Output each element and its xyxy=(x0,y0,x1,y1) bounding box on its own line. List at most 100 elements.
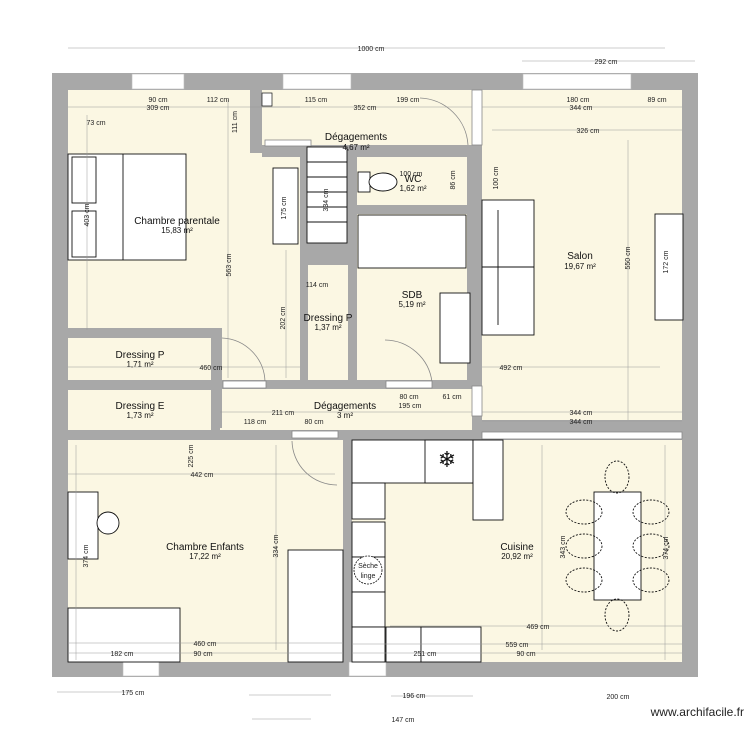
svg-text:344 cm: 344 cm xyxy=(570,105,593,112)
bed-child-2 xyxy=(287,549,344,663)
svg-text:374 cm: 374 cm xyxy=(663,536,670,559)
room-area: 1,71 m² xyxy=(126,360,153,369)
svg-text:80 cm: 80 cm xyxy=(304,419,323,426)
dryer-label-1: Sèche xyxy=(358,563,378,570)
room-area: 19,67 m² xyxy=(564,262,596,271)
toilet-bowl xyxy=(368,172,398,192)
washing-machine xyxy=(351,591,386,628)
svg-text:61 cm: 61 cm xyxy=(442,394,461,401)
room-name: Dégagements xyxy=(314,401,376,412)
svg-text:89 cm: 89 cm xyxy=(647,97,666,104)
svg-text:172 cm: 172 cm xyxy=(663,250,670,273)
toilet-tank xyxy=(357,171,371,193)
room-labels: Chambre parentale 15,83 m² Dégagements 4… xyxy=(116,132,597,561)
svg-text:550 cm: 550 cm xyxy=(625,246,632,269)
svg-text:492 cm: 492 cm xyxy=(500,365,523,372)
svg-text:112 cm: 112 cm xyxy=(207,97,230,104)
svg-text:469 cm: 469 cm xyxy=(527,624,550,631)
room-name: Cuisine xyxy=(500,542,534,553)
room-area: 20,92 m² xyxy=(501,552,533,561)
svg-text:196 cm: 196 cm xyxy=(403,693,426,700)
tv-cabinet xyxy=(654,213,684,321)
windows xyxy=(122,73,632,677)
desk xyxy=(67,491,99,560)
kitchen-sink xyxy=(420,626,482,663)
bathtub xyxy=(357,214,467,269)
svg-text:200 cm: 200 cm xyxy=(607,694,630,701)
svg-text:114 cm: 114 cm xyxy=(306,282,329,289)
dimension-labels: 1000 cm 292 cm 90 cm 112 cm 309 cm 73 cm… xyxy=(83,46,670,724)
room-name: Dressing P xyxy=(116,350,165,361)
svg-text:442 cm: 442 cm xyxy=(191,472,214,479)
svg-text:118 cm: 118 cm xyxy=(244,419,267,426)
room-area: 4,67 m² xyxy=(342,143,369,152)
room-area: 3 m² xyxy=(337,411,353,420)
svg-text:460 cm: 460 cm xyxy=(194,641,217,648)
svg-text:563 cm: 563 cm xyxy=(226,253,233,276)
svg-text:334 cm: 334 cm xyxy=(273,534,280,557)
room-area: 15,83 m² xyxy=(161,226,193,235)
svg-text:100 cm: 100 cm xyxy=(400,171,423,178)
dimension-lines xyxy=(57,47,695,720)
svg-text:403 cm: 403 cm xyxy=(84,203,91,226)
wardrobe xyxy=(272,167,299,245)
svg-text:559 cm: 559 cm xyxy=(506,642,529,649)
sofa xyxy=(481,199,535,336)
svg-text:1000 cm: 1000 cm xyxy=(358,46,385,53)
svg-text:202 cm: 202 cm xyxy=(280,306,287,329)
svg-text:460 cm: 460 cm xyxy=(200,365,223,372)
dishwasher xyxy=(385,626,422,663)
dryer-label-2: linge xyxy=(361,573,376,580)
svg-text:175 cm: 175 cm xyxy=(281,196,288,219)
svg-text:86 cm: 86 cm xyxy=(450,170,457,189)
room-name: SDB xyxy=(402,290,423,301)
room-area: 1,62 m² xyxy=(399,184,426,193)
svg-text:115 cm: 115 cm xyxy=(305,97,328,104)
svg-text:309 cm: 309 cm xyxy=(147,105,170,112)
svg-text:100 cm: 100 cm xyxy=(493,166,500,189)
dryer-icon xyxy=(353,555,383,585)
svg-text:111 cm: 111 cm xyxy=(232,111,239,133)
vent-icon xyxy=(261,92,273,107)
snowflake-icon: ❄ xyxy=(438,447,456,472)
room-name: Chambre Enfants xyxy=(166,542,244,553)
double-sink xyxy=(439,292,471,364)
svg-text:352 cm: 352 cm xyxy=(354,105,377,112)
room-name: Chambre parentale xyxy=(134,216,220,227)
room-name: Dressing P xyxy=(304,313,353,324)
svg-text:90 cm: 90 cm xyxy=(193,651,212,658)
svg-text:80 cm: 80 cm xyxy=(399,394,418,401)
cooktop xyxy=(351,521,386,558)
room-area: 17,22 m² xyxy=(189,552,221,561)
svg-text:90 cm: 90 cm xyxy=(148,97,167,104)
svg-text:195 cm: 195 cm xyxy=(399,403,422,410)
svg-text:147 cm: 147 cm xyxy=(392,717,415,724)
room-area: 1,73 m² xyxy=(126,411,153,420)
svg-text:73 cm: 73 cm xyxy=(86,120,105,127)
doors xyxy=(221,89,683,486)
svg-text:326 cm: 326 cm xyxy=(577,128,600,135)
svg-text:199 cm: 199 cm xyxy=(397,97,420,104)
chair xyxy=(96,511,120,535)
svg-text:225 cm: 225 cm xyxy=(188,444,195,467)
svg-text:334 cm: 334 cm xyxy=(323,188,330,211)
svg-text:211 cm: 211 cm xyxy=(272,410,295,417)
svg-text:343 cm: 343 cm xyxy=(560,535,567,558)
svg-text:180 cm: 180 cm xyxy=(567,97,590,104)
svg-text:344 cm: 344 cm xyxy=(570,419,593,426)
fridge xyxy=(424,439,474,484)
room-name: Salon xyxy=(567,251,593,262)
svg-text:182 cm: 182 cm xyxy=(111,651,134,658)
svg-text:292 cm: 292 cm xyxy=(595,59,618,66)
svg-text:374 cm: 374 cm xyxy=(83,544,90,567)
room-name: Dressing E xyxy=(116,401,165,412)
room-name: WC xyxy=(405,174,422,185)
room-area: 5,19 m² xyxy=(398,300,425,309)
room-area: 1,37 m² xyxy=(314,323,341,332)
room-name: Dégagements xyxy=(325,132,387,143)
staircase xyxy=(306,146,348,244)
svg-text:344 cm: 344 cm xyxy=(570,410,593,417)
svg-text:251 cm: 251 cm xyxy=(414,651,437,658)
watermark: www.archifacile.fr xyxy=(650,705,744,719)
